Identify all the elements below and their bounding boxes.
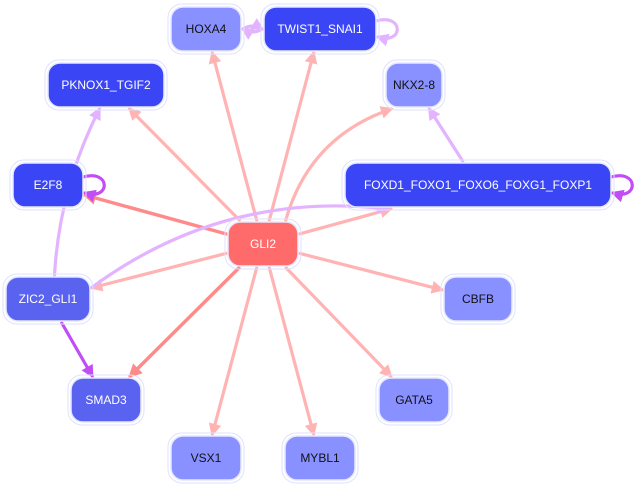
edge-foxd1_foxo1_foxo6_foxg1_foxp1-to-foxd1_foxo1_foxo6_foxg1_foxp1	[609, 174, 634, 203]
node-foxd1_foxo1_foxo6_foxg1_foxp1[interactable]: FOXD1_FOXO1_FOXO6_FOXG1_FOXP1	[341, 159, 615, 211]
edge-gli2-to-smad3	[128, 266, 241, 378]
node-label: CBFB	[462, 292, 494, 306]
node-hoxa4[interactable]: HOXA4	[167, 3, 245, 55]
node-cbfb[interactable]: CBFB	[440, 273, 516, 325]
node-halo	[44, 59, 168, 111]
node-nkx2-8[interactable]: NKX2-8	[382, 59, 446, 111]
node-label: HOXA4	[186, 22, 227, 36]
edge-e2f8-to-e2f8	[81, 174, 106, 203]
node-box[interactable]	[263, 6, 377, 52]
node-box[interactable]	[5, 276, 91, 322]
edge-gli2-to-nkx2-8	[284, 106, 394, 222]
node-halo	[2, 273, 94, 325]
node-box[interactable]	[378, 377, 450, 423]
node-label: GATA5	[395, 393, 433, 407]
edge-gli2-to-hoxa4	[208, 50, 259, 222]
edge-twist1_snai1-to-twist1_snai1	[374, 18, 399, 47]
edge-gli2-to-twist1_snai1	[267, 50, 318, 222]
node-label: NKX2-8	[393, 78, 435, 92]
edge-twist1_snai1-to-hoxa4	[240, 27, 264, 40]
node-label: MYBL1	[300, 451, 340, 465]
edge-foxd1_foxo1_foxo6_foxg1_foxp1-to-nkx2-8	[427, 106, 465, 163]
node-halo	[440, 273, 516, 325]
node-label: ZIC2_GLI1	[19, 292, 78, 306]
edge-gli2-to-foxd1_foxo1_foxo6_foxg1_foxp1	[298, 205, 394, 236]
node-box[interactable]	[12, 162, 84, 208]
node-halo	[281, 432, 359, 484]
node-gli2[interactable]: GLI2	[224, 218, 302, 270]
node-zic2_gli1[interactable]: ZIC2_GLI1	[2, 273, 94, 325]
node-box[interactable]	[170, 6, 242, 52]
edge-gli2-to-zic2_gli1	[89, 251, 228, 292]
node-label: E2F8	[34, 178, 63, 192]
node-label: VSX1	[191, 451, 222, 465]
node-smad3[interactable]: SMAD3	[67, 374, 145, 426]
node-halo	[341, 159, 615, 211]
node-box[interactable]	[227, 221, 299, 267]
node-halo	[167, 3, 245, 55]
edge-gli2-to-cbfb	[298, 251, 445, 294]
edge-gli2-to-pknox1_tgif2	[127, 107, 241, 222]
node-halo	[375, 374, 453, 426]
node-e2f8[interactable]: E2F8	[9, 159, 87, 211]
edge-zic2_gli1-to-smad3	[60, 321, 94, 379]
node-box[interactable]	[443, 276, 513, 322]
edge-gli2-to-mybl1	[267, 266, 318, 437]
node-pknox1_tgif2[interactable]: PKNOX1_TGIF2	[44, 59, 168, 111]
node-box[interactable]	[70, 377, 142, 423]
node-vsx1[interactable]: VSX1	[167, 432, 245, 484]
node-halo	[67, 374, 145, 426]
node-box[interactable]	[47, 62, 165, 108]
node-box[interactable]	[385, 62, 443, 108]
node-halo	[260, 3, 380, 55]
node-label: GLI2	[250, 237, 276, 251]
node-label: TWIST1_SNAI1	[277, 22, 363, 36]
edge-gli2-to-vsx1	[208, 266, 259, 437]
edge-hoxa4-to-twist1_snai1	[241, 18, 265, 31]
node-gata5[interactable]: GATA5	[375, 374, 453, 426]
node-halo	[9, 159, 87, 211]
edge-gli2-to-gata5	[284, 266, 393, 378]
node-label: PKNOX1_TGIF2	[61, 78, 151, 92]
node-box[interactable]	[284, 435, 356, 481]
node-halo	[224, 218, 302, 270]
node-box[interactable]	[170, 435, 242, 481]
node-twist1_snai1[interactable]: TWIST1_SNAI1	[260, 3, 380, 55]
node-mybl1[interactable]: MYBL1	[281, 432, 359, 484]
node-halo	[382, 59, 446, 111]
node-halo	[167, 432, 245, 484]
node-label: SMAD3	[85, 393, 127, 407]
node-label: FOXD1_FOXO1_FOXO6_FOXG1_FOXP1	[364, 178, 592, 192]
node-box[interactable]	[344, 162, 612, 208]
